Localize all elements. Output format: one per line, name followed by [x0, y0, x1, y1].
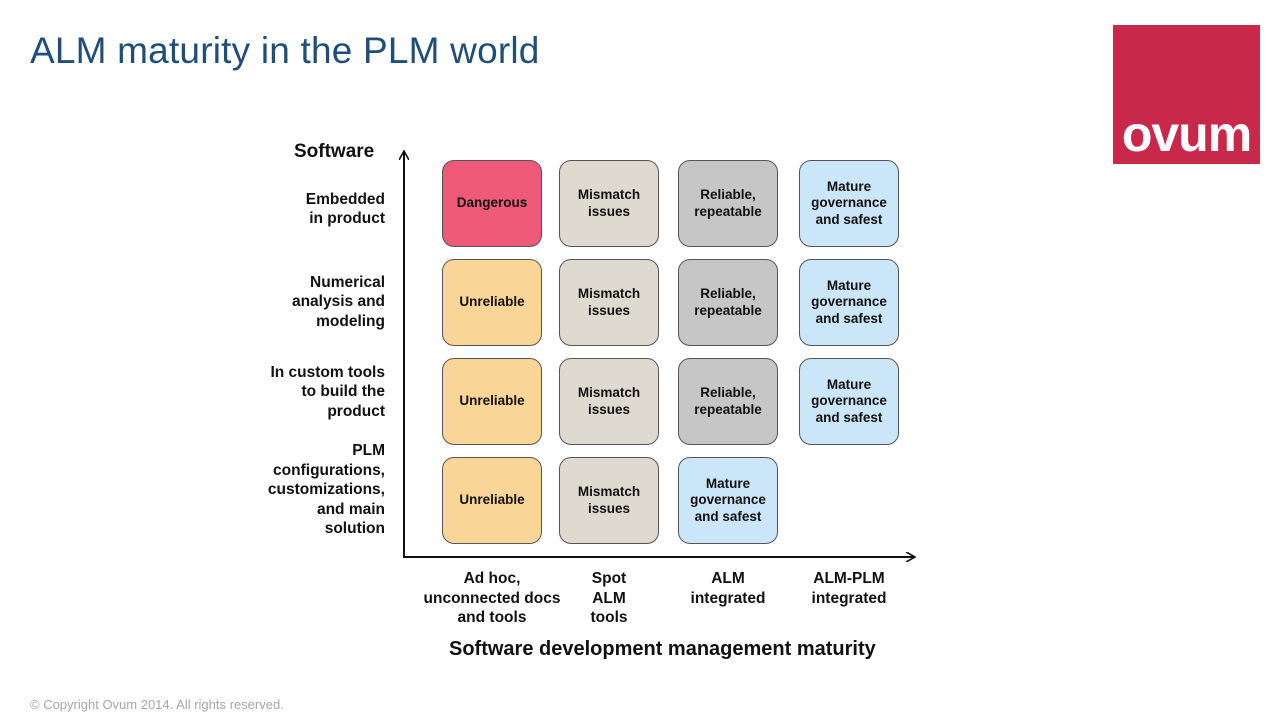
y-axis-title: Software [294, 141, 375, 162]
cell-reliable-r2c3: Reliable, repeatable [678, 259, 778, 346]
cell-mature-r2c4: Mature governance and safest [799, 259, 899, 346]
cell-mismatch-r3c2: Mismatch issues [559, 358, 659, 445]
ovum-logo: ovum [1113, 25, 1260, 164]
row-label-2: Numerical analysis and modeling [291, 273, 385, 330]
cell-mismatch-r1c2: Mismatch issues [559, 160, 659, 247]
row-label-4: PLM configurations, customizations, and … [267, 442, 385, 538]
cell-reliable-r3c3: Reliable, repeatable [678, 358, 778, 445]
row-label-3: In custom tools to build the product [270, 363, 385, 420]
cell-dangerous-r1c1: Dangerous [442, 160, 542, 247]
cell-mismatch-r4c2: Mismatch issues [559, 457, 659, 544]
cell-reliable-r1c3: Reliable, repeatable [678, 160, 778, 247]
column-label-2: Spot ALM tools [590, 570, 628, 626]
column-label-1: Ad hoc, unconnected docs and tools [423, 570, 561, 626]
column-label-4: ALM-PLM integrated [811, 570, 887, 607]
cell-mature-r1c4: Mature governance and safest [799, 160, 899, 247]
row-label-1: Embedded in product [305, 190, 385, 228]
logo-text: ovum [1121, 106, 1252, 162]
column-label-3: ALM integrated [690, 570, 766, 607]
cell-unreliable-r2c1: Unreliable [442, 259, 542, 346]
x-axis-title: Software development management maturity [449, 638, 876, 660]
copyright-notice: © Copyright Ovum 2014. All rights reserv… [30, 697, 284, 712]
slide-title: ALM maturity in the PLM world [30, 30, 540, 71]
cell-unreliable-r3c1: Unreliable [442, 358, 542, 445]
cell-mature-r4c3: Mature governance and safest [678, 457, 778, 544]
cell-unreliable-r4c1: Unreliable [442, 457, 542, 544]
cell-mature-r3c4: Mature governance and safest [799, 358, 899, 445]
cell-mismatch-r2c2: Mismatch issues [559, 259, 659, 346]
